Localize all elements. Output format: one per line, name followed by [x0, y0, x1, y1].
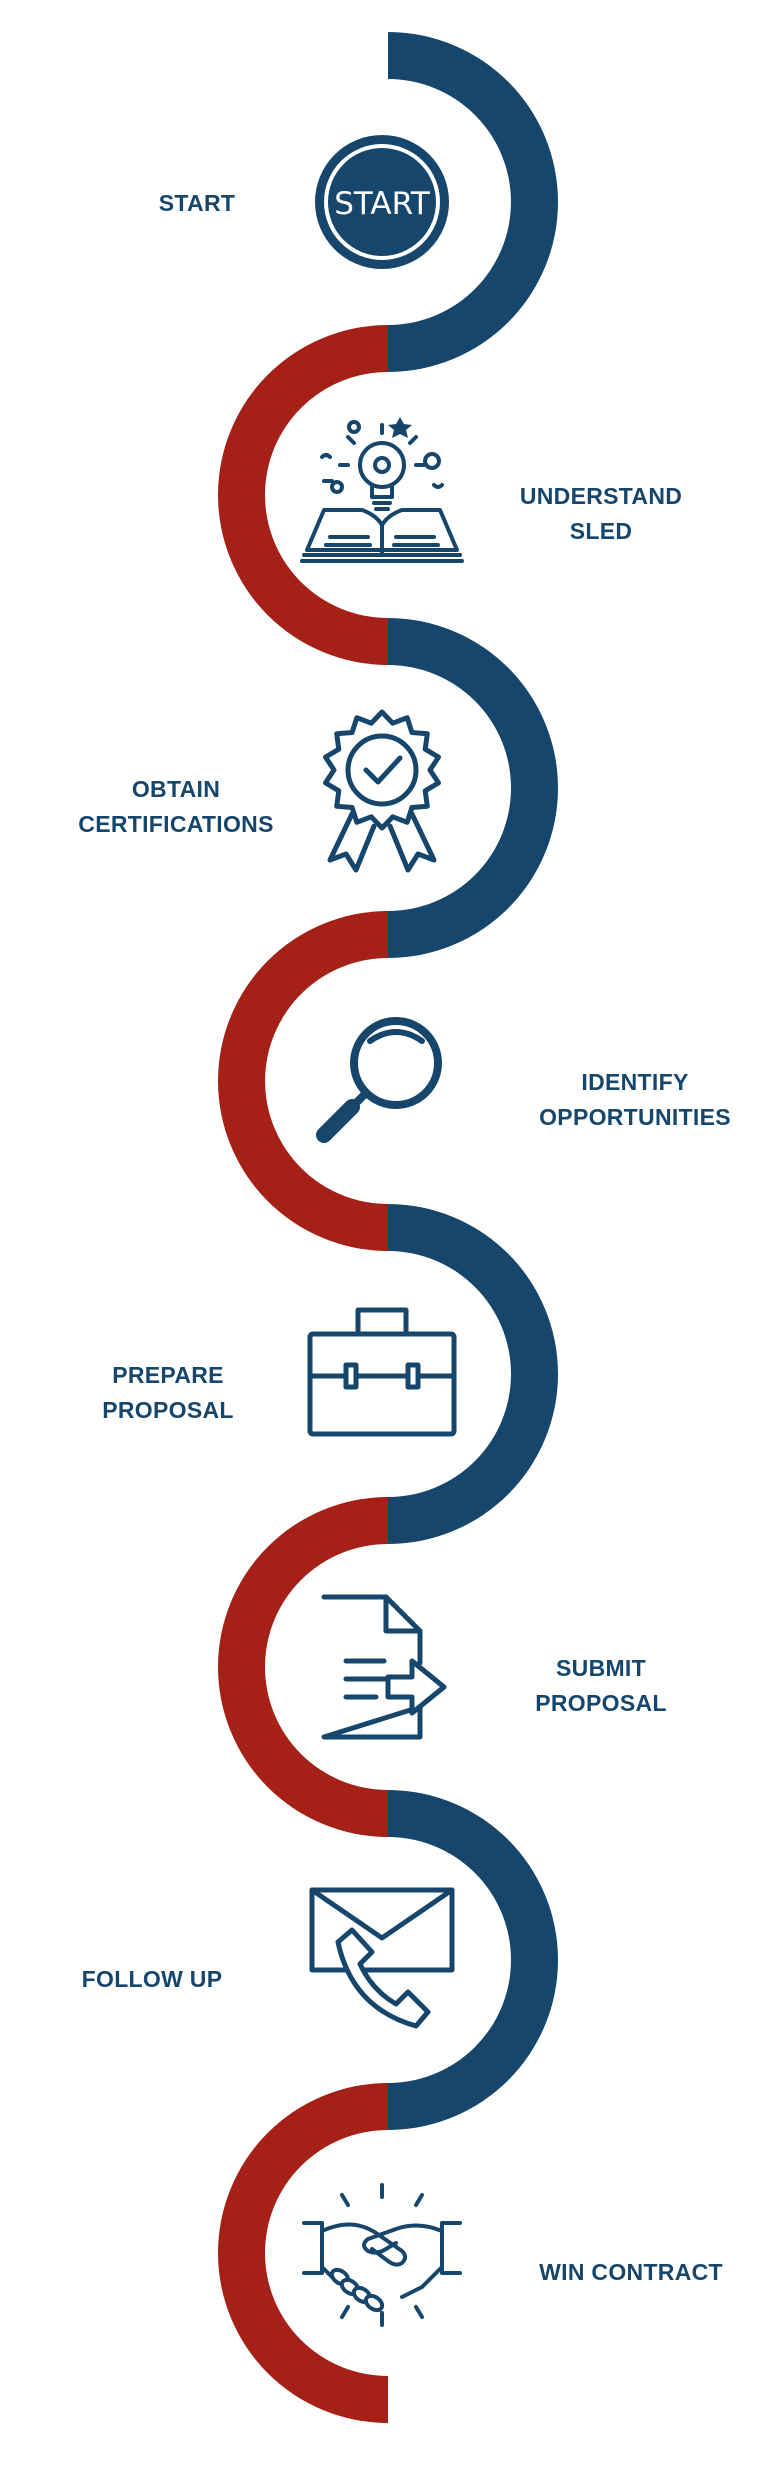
wave-segment-3 — [388, 618, 558, 958]
step-label-identify-opportunities: IDENTIFY OPPORTUNITIES — [539, 1069, 731, 1130]
certification-badge-icon — [323, 709, 441, 873]
step-label-submit-proposal: SUBMIT PROPOSAL — [535, 1655, 667, 1716]
start-badge-icon: START — [315, 135, 449, 269]
wave-segment-7 — [388, 1790, 558, 2130]
book-lightbulb-icon — [300, 417, 464, 563]
handshake-icon — [302, 2183, 462, 2327]
document-send-icon — [321, 1594, 447, 1740]
step-label-obtain-certifications: OBTAIN CERTIFICATIONS — [78, 776, 274, 837]
step-label-start: START — [158, 190, 236, 216]
start-badge-text: START — [334, 186, 431, 222]
wave-segment-2 — [218, 325, 388, 665]
step-label-understand-sled: UNDERSTAND SLED — [519, 483, 683, 544]
wave-segment-1 — [388, 32, 558, 372]
wave-segment-8 — [218, 2083, 388, 2423]
step-label-follow-up: FOLLOW UP — [81, 1966, 223, 1992]
envelope-phone-icon — [309, 1887, 455, 2029]
briefcase-icon — [307, 1307, 457, 1437]
magnifying-glass-icon — [316, 1017, 442, 1143]
wave-segment-6 — [218, 1497, 388, 1837]
wave-segment-5 — [388, 1204, 558, 1544]
wave-segment-4 — [218, 911, 388, 1251]
step-label-prepare-proposal: PREPARE PROPOSAL — [102, 1362, 234, 1423]
step-label-win-contract: WIN CONTRACT — [539, 2259, 723, 2285]
